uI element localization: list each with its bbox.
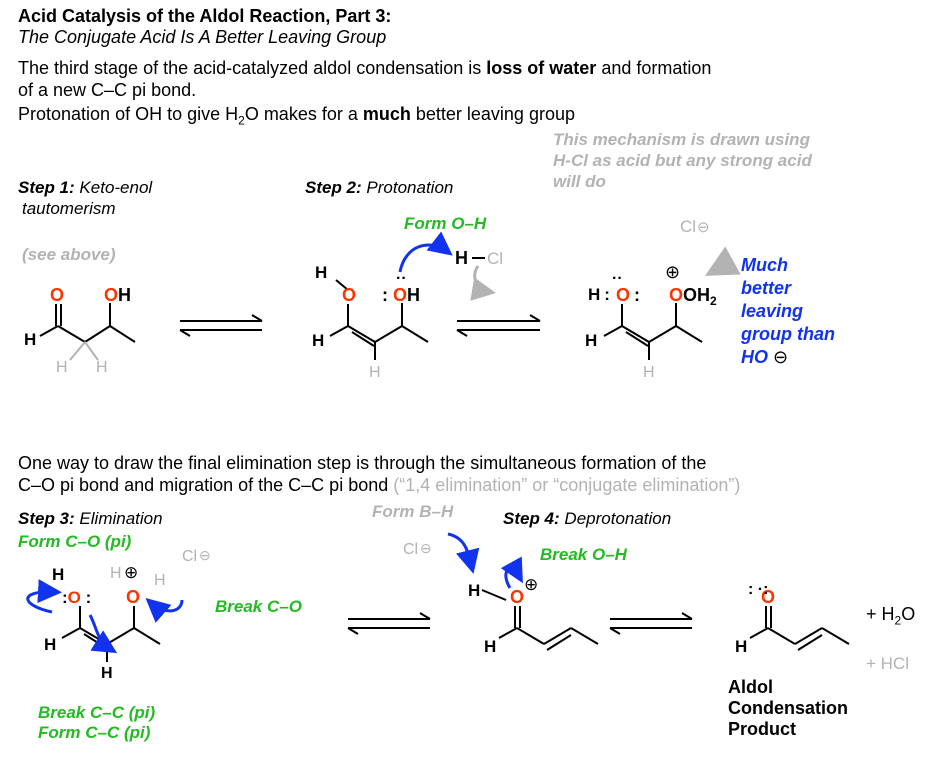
plus-hcl-label: + HCl [866,654,909,673]
elim-line-2: C–O pi bond and migration of the C–C pi … [18,475,741,495]
see-above-note: (see above) [22,245,116,264]
svg-text:H: H [56,359,68,376]
svg-text:: ·:: : ·: [748,581,768,598]
aldol-oxygen: O [50,285,64,305]
svg-text:OH: OH [104,285,131,305]
step1-label-2: tautomerism [22,199,116,218]
svg-text::: : [634,285,640,305]
svg-text:H: H [585,331,597,350]
svg-text:H: H [312,331,324,350]
molecule-elimination [61,606,161,662]
svg-text:O: O [126,587,140,607]
step2-label: Step 2: Protonation [305,178,454,197]
svg-text:H: H [110,565,122,582]
molecule-aldol [39,303,136,361]
svg-text:··: ·· [612,270,623,287]
svg-text:H: H [455,248,468,268]
svg-text:OOH2: OOH2 [669,285,717,308]
form-co-label: Form C–O (pi) [18,532,132,551]
molecule-oxonium [603,303,703,360]
intro-line-2: of a new C–C pi bond. [18,80,197,100]
svg-text::O :: :O : [62,588,91,607]
svg-text:O: O [616,285,630,305]
break-co-label: Break C–O [215,597,302,616]
svg-text:H: H [735,637,747,656]
svg-text:H: H [468,581,480,600]
equilibrium-arrow-1 [179,314,263,337]
svg-text:Cl: Cl [680,217,696,236]
svg-text:⊕: ⊕ [124,563,138,582]
svg-text:O: O [510,587,524,607]
molecule-enol [329,279,429,360]
svg-text:⊖: ⊖ [199,547,211,563]
svg-text:⊖: ⊖ [697,219,710,236]
svg-text:H: H [484,637,496,656]
svg-text:⊖: ⊖ [420,540,432,556]
svg-text:H: H [96,359,108,376]
svg-text:O: O [342,285,356,305]
form-cc-label: Form C–C (pi) [38,723,151,742]
equilibrium-arrow-4 [609,612,693,635]
step1-label: Step 1: Keto-enol [18,178,153,197]
svg-text:⊕: ⊕ [524,575,538,594]
svg-text:O: O [761,587,775,607]
intro-line-1: The third stage of the acid-catalyzed al… [18,58,712,78]
svg-text:H: H [315,263,327,282]
equilibrium-arrow-2 [456,314,541,337]
aldol-h: H [24,330,36,349]
svg-text:⊕: ⊕ [665,262,680,282]
form-oh-label: Form O–H [404,214,487,233]
svg-text:H: H [154,572,166,589]
svg-text:H: H [643,364,655,381]
svg-text:··: ·· [396,270,407,287]
page-title: Acid Catalysis of the Aldol Reaction, Pa… [18,6,392,26]
plus-water-label: + H2O [866,604,916,628]
svg-text:Cl: Cl [487,249,503,268]
svg-text:H: H [44,635,56,654]
break-oh-label: Break O–H [540,545,627,564]
svg-text:Cl: Cl [182,548,197,565]
step4-label: Step 4: Deprotonation [503,509,672,528]
svg-text:H:: H: [588,285,610,304]
svg-text:Cl: Cl [403,541,418,558]
intro-line-3: Protonation of OH to give H2O makes for … [18,104,575,128]
elim-line-1: One way to draw the final elimination st… [18,453,707,473]
svg-text:H: H [101,665,113,682]
svg-text:: OH: : OH [382,285,420,305]
svg-text:H: H [52,565,64,584]
break-cc-label: Break C–C (pi) [38,703,156,722]
molecule-product [749,606,850,651]
page-subtitle: The Conjugate Acid Is A Better Leaving G… [18,27,387,47]
step3-label: Step 3: Elimination [18,509,163,528]
molecule-oxocarbenium [481,589,599,651]
equilibrium-arrow-3 [347,612,431,635]
svg-text:H: H [369,364,381,381]
form-bh-label: Form B–H [372,502,454,521]
